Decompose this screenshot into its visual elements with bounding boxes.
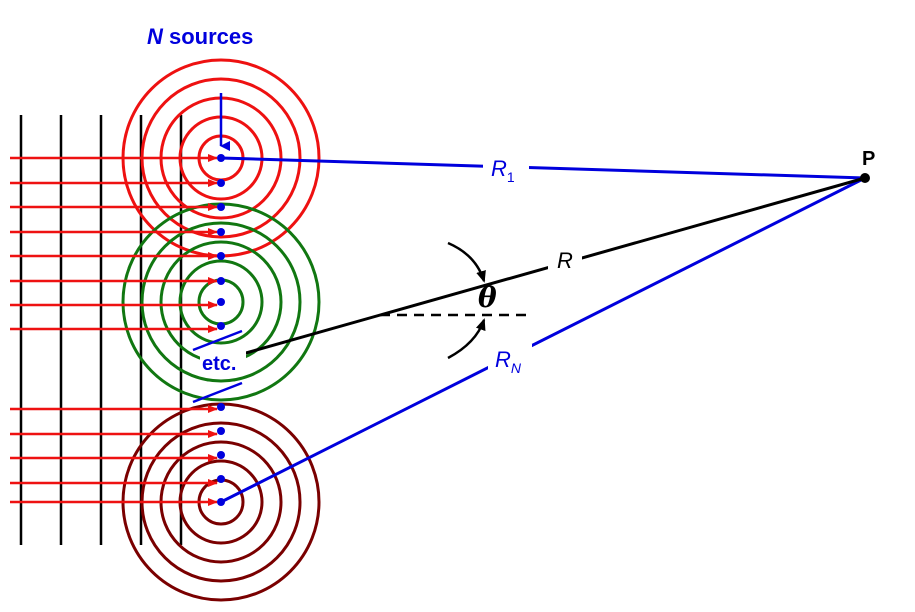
rn-label-bg [488, 344, 532, 378]
source-dots [217, 154, 225, 506]
source-dot [217, 277, 225, 285]
theta-label: θ [478, 281, 497, 314]
etc-slash-top [192, 329, 243, 352]
source-dot [217, 322, 225, 330]
theta-arrow-bottom [447, 318, 486, 360]
r1-label-bg [483, 152, 529, 186]
theta-arrow-top [447, 241, 486, 283]
incident-rays [10, 154, 218, 506]
source-dot [217, 228, 225, 236]
etc-slash-bottom [192, 381, 243, 404]
source-dot [217, 451, 225, 459]
rn-line [220, 176, 866, 504]
source-dot [217, 427, 225, 435]
source-dot [217, 179, 225, 187]
source-dot [217, 203, 225, 211]
r1-label: R1 [491, 156, 515, 185]
etc-label: etc. [202, 353, 236, 375]
source-dot [217, 403, 225, 411]
r-line [220, 176, 866, 362]
point-p-dot [860, 173, 870, 183]
rn-label: RN [495, 347, 522, 376]
etc-label-bg [200, 351, 246, 375]
r-label-bg [548, 244, 582, 276]
diagram-title: N sources [147, 24, 253, 49]
source-dot [217, 252, 225, 260]
r1-line [220, 156, 866, 180]
source-dot [217, 298, 225, 306]
source-dot [217, 475, 225, 483]
r-label: R [557, 248, 573, 273]
point-p-label: P [862, 148, 875, 170]
